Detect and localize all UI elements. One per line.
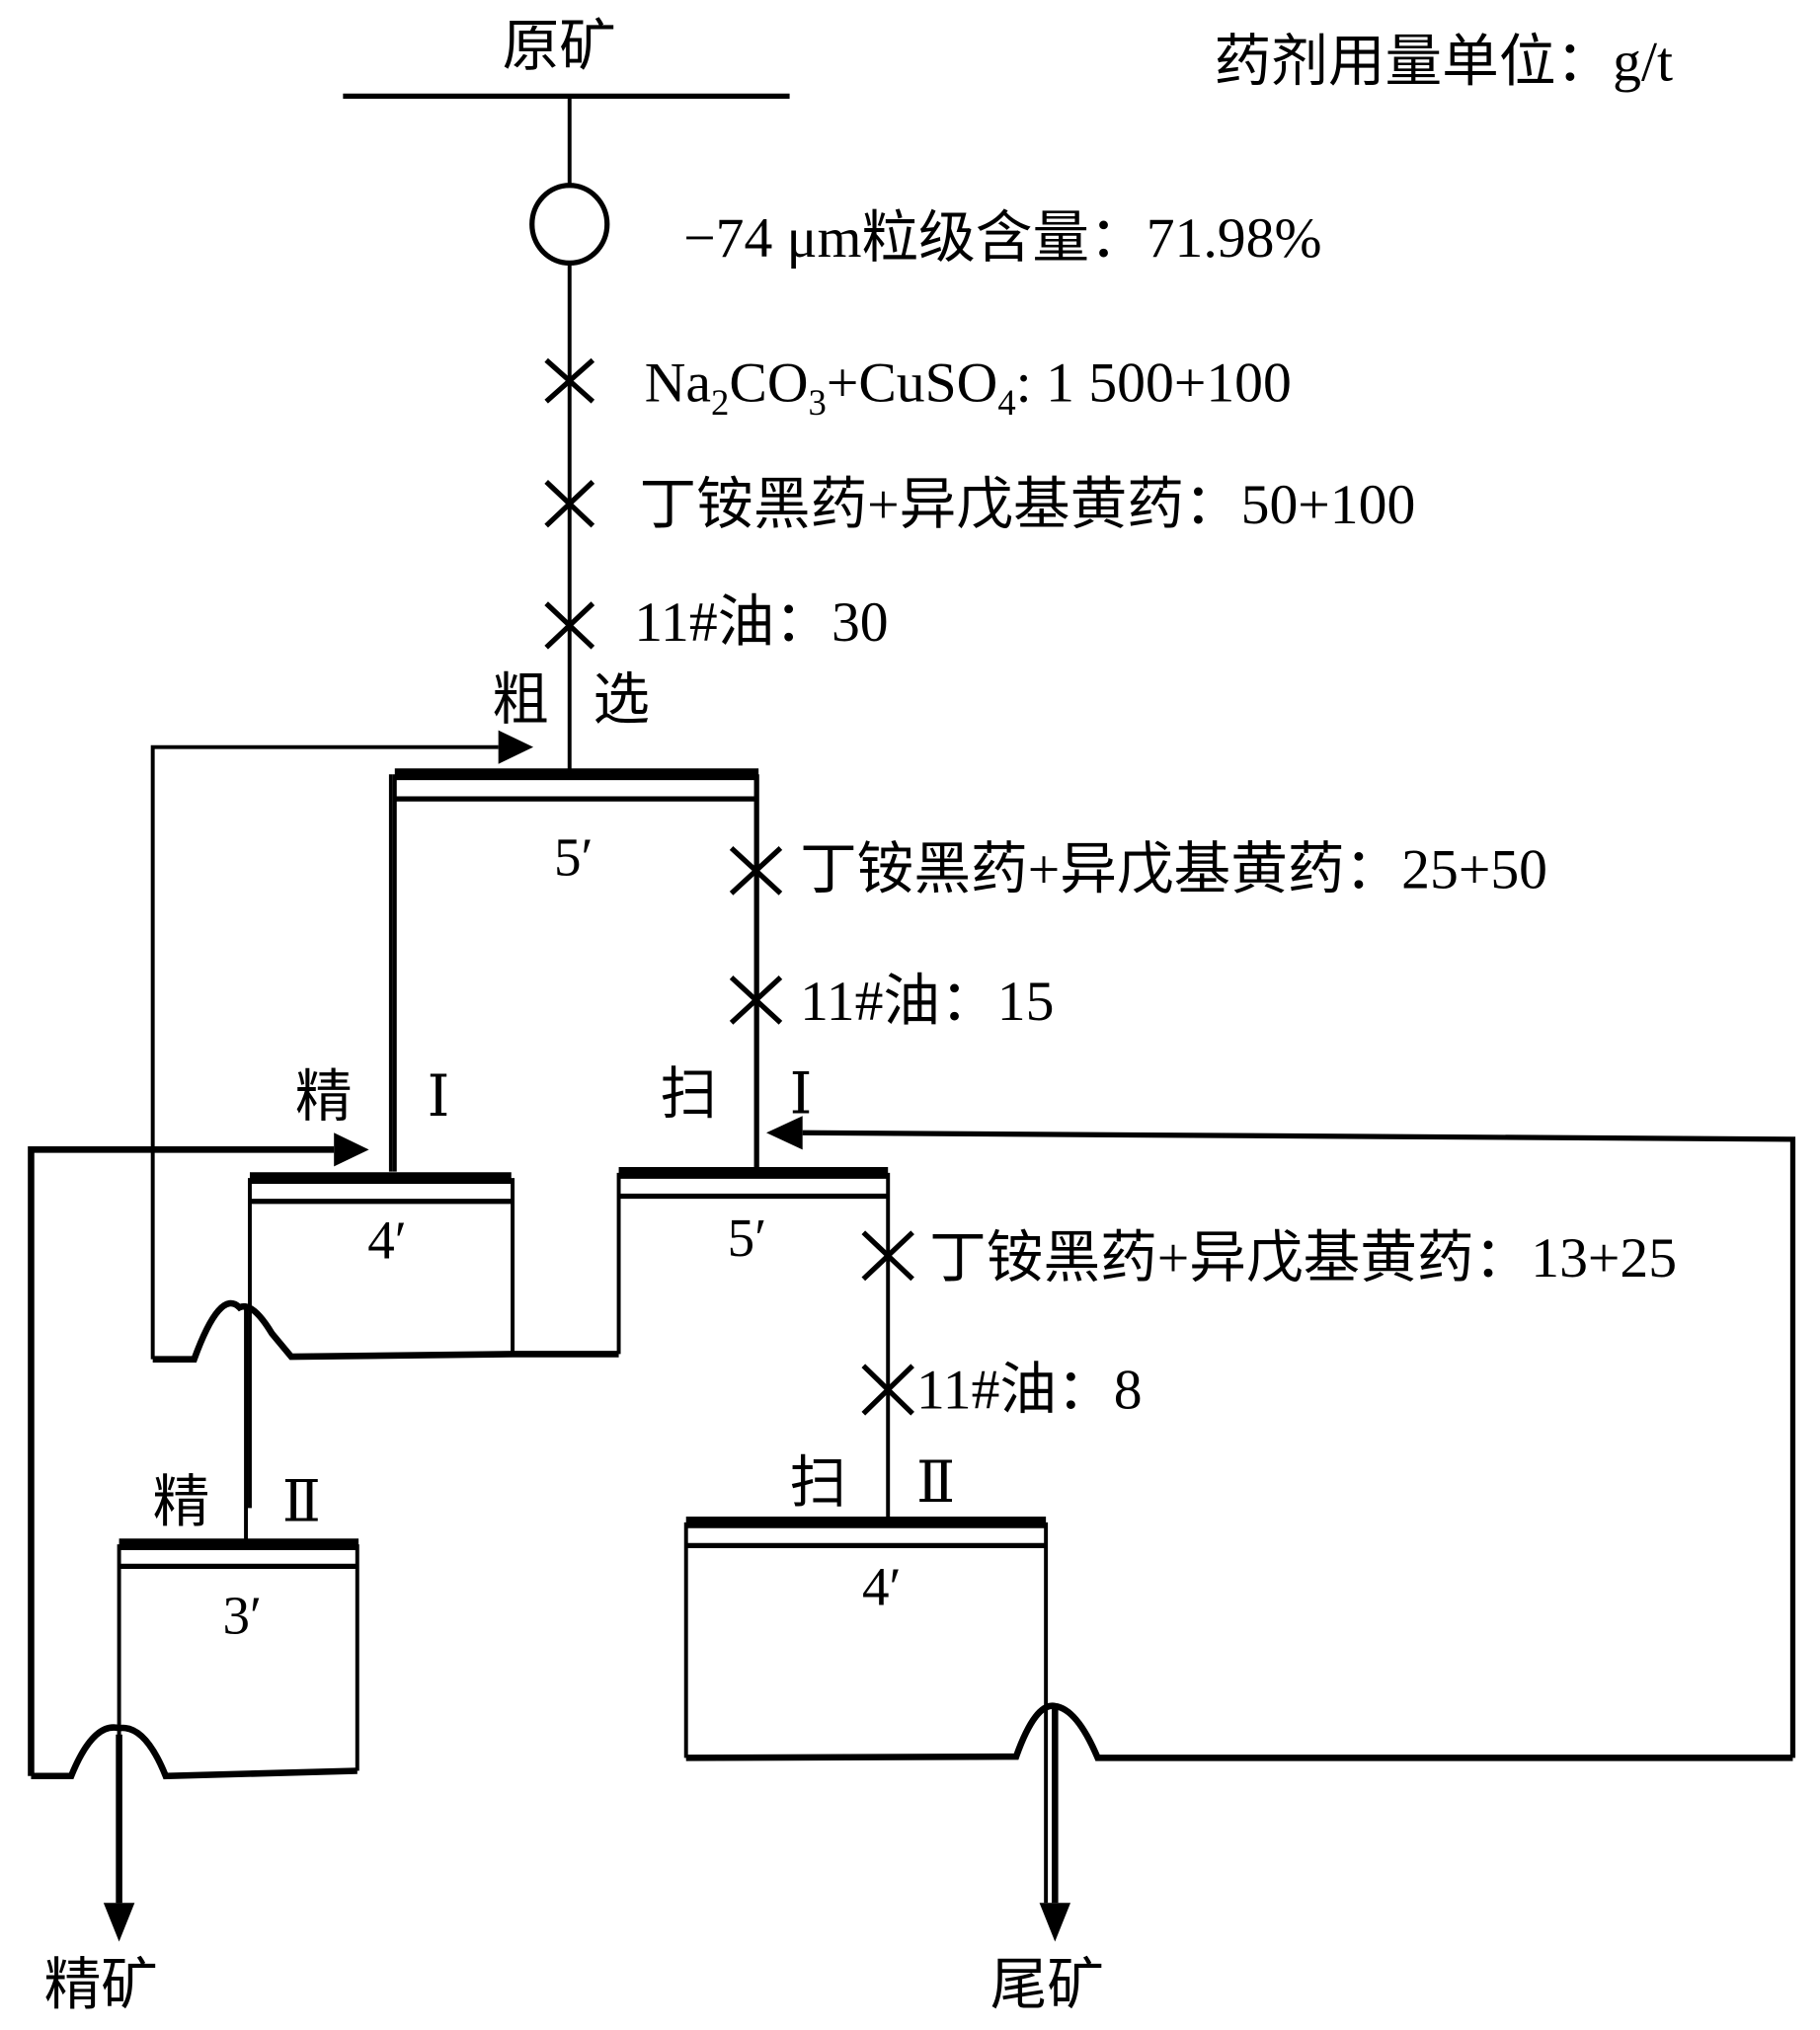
grinding-mill-icon <box>529 183 610 267</box>
cleaner1-cell <box>248 1172 515 1509</box>
scavenger2-cell-count: 4′ <box>862 1557 902 1617</box>
scavenger2-cell <box>683 1516 1049 1904</box>
cleaner2-label-b: Ⅱ <box>282 1472 321 1534</box>
unit-note: 药剂用量单位：g/t <box>1215 32 1673 94</box>
reagent-scav2-2: 11#油：8 <box>916 1359 1143 1421</box>
arrow-head-icon <box>766 1116 803 1150</box>
cell-bottom-line <box>31 1724 357 1780</box>
grinding-label: −74 μm粒级含量：71.98% <box>683 207 1321 270</box>
reagent-scav1-1: 丁铵黑药+异戊基黄药：25+50 <box>800 839 1547 901</box>
arrow-head-icon <box>498 730 534 764</box>
reagent-addition-icon <box>861 1364 914 1416</box>
reagent-addition-icon <box>861 1230 914 1282</box>
scavenger1-cell-count: 5′ <box>728 1208 767 1268</box>
tailings-label: 尾矿 <box>990 1954 1104 2016</box>
recycle-line-to-rougher <box>150 744 499 1360</box>
cleaner2-label-a: 精 <box>153 1472 210 1534</box>
cell-bottom-line <box>152 1299 619 1363</box>
cell-bottom-line <box>685 1702 1793 1761</box>
arrow-head-icon <box>334 1132 369 1167</box>
arrow-down-icon <box>1039 1903 1071 1942</box>
cleaner1-label-b: Ⅰ <box>428 1066 450 1129</box>
cleaner2-cell-count: 3′ <box>222 1586 262 1646</box>
reagent-feed-1: Na2CO3+CuSO4: 1 500+100 <box>645 352 1292 423</box>
feed-label: 原矿 <box>503 16 616 78</box>
concentrate-label: 精矿 <box>44 1954 158 2016</box>
reagent-feed-3: 11#油：30 <box>634 591 888 654</box>
reagent-scav2-1: 丁铵黑药+异戊基黄药：13+25 <box>929 1227 1677 1289</box>
reagent-scav1-2: 11#油：15 <box>800 971 1054 1033</box>
reagent-addition-icon <box>544 357 595 404</box>
cleaner1-label-a: 精 <box>295 1066 353 1129</box>
reagent-addition-icon <box>544 480 595 528</box>
scavenger2-label-a: 扫 <box>790 1452 847 1515</box>
scavenger1-label-b: Ⅰ <box>790 1064 813 1127</box>
reagent-feed-2: 丁铵黑药+异戊基黄药：50+100 <box>640 474 1416 536</box>
cleaner1-cell-count: 4′ <box>367 1210 407 1270</box>
scavenger2-label-b: Ⅱ <box>916 1452 955 1515</box>
scavenger1-cell <box>616 774 889 1355</box>
rougher-cell-count: 5′ <box>554 826 593 887</box>
recycle-line-to-scavenger1 <box>802 1130 1796 1758</box>
scavenger1-label-a: 扫 <box>661 1064 718 1127</box>
reagent-addition-icon <box>544 601 595 650</box>
rougher-label-a: 粗 <box>492 669 549 732</box>
rougher-label-b: 选 <box>593 669 650 732</box>
recycle-line-to-cleaner1 <box>28 1146 335 1776</box>
arrow-down-icon <box>103 1903 135 1942</box>
